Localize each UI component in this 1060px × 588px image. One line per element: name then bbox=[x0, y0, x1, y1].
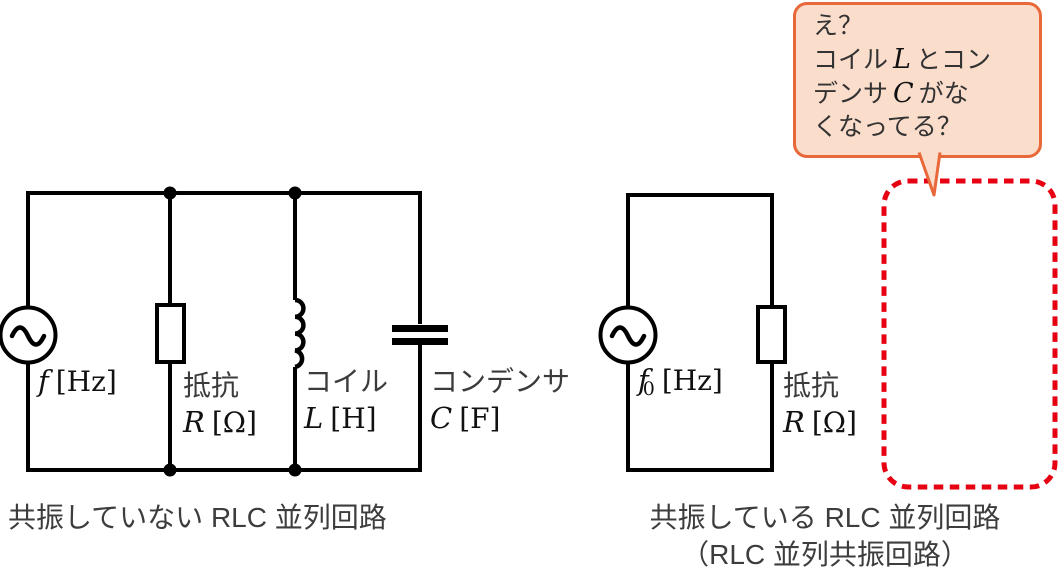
inductance-symbol: L bbox=[304, 401, 324, 435]
left-circuit-wires bbox=[26, 191, 422, 472]
inductance-symbol: L bbox=[893, 44, 911, 75]
coil-label: コイル L[H] bbox=[304, 363, 388, 437]
inductor-symbol bbox=[294, 297, 306, 370]
right-circuit-caption-line1: 共振している RLC 並列回路 bbox=[649, 502, 1001, 533]
sine-wave-icon bbox=[9, 325, 47, 347]
capacitor-value: C[F] bbox=[430, 400, 570, 437]
right-circuit-caption-line2: （RLC 並列共振回路） bbox=[681, 539, 969, 570]
junction-dot bbox=[288, 463, 302, 477]
wire bbox=[26, 191, 422, 324]
right-circuit-caption: 共振している RLC 並列回路 （RLC 並列共振回路） bbox=[615, 499, 1035, 573]
missing-components-dashed-box bbox=[881, 178, 1058, 490]
resistance-symbol: R bbox=[783, 405, 805, 439]
sine-wave-icon bbox=[609, 325, 647, 347]
left-resistor-label: 抵抗 R[Ω] bbox=[183, 367, 257, 441]
capacitor-name: コンデンサ bbox=[430, 366, 571, 397]
capacitance-unit: [F] bbox=[459, 402, 501, 435]
wire bbox=[626, 193, 774, 308]
resonant-frequency-symbol: f bbox=[638, 363, 649, 397]
right-circuit-wires bbox=[626, 193, 774, 472]
right-resistor-label: 抵抗 R[Ω] bbox=[783, 367, 857, 441]
left-source-label: f[Hz] bbox=[38, 363, 117, 400]
speech-bubble-text: とコン bbox=[915, 46, 991, 74]
frequency-unit: [Hz] bbox=[661, 364, 723, 397]
speech-bubble-text: コイル bbox=[813, 46, 889, 74]
speech-bubble-line: くなってる？ bbox=[813, 111, 1029, 144]
coil-name: コイル bbox=[304, 366, 389, 397]
capacitance-symbol: C bbox=[893, 78, 914, 109]
capacitor-label: コンデンサ C[F] bbox=[430, 363, 570, 437]
resistor-symbol-box bbox=[756, 305, 787, 364]
speech-bubble-text: がな bbox=[918, 80, 969, 108]
ac-source-icon bbox=[598, 305, 658, 365]
wire bbox=[626, 362, 774, 472]
inductance-unit: [H] bbox=[330, 402, 377, 435]
resistance-unit: [Ω] bbox=[811, 406, 857, 439]
ac-source-icon bbox=[0, 305, 58, 365]
resistor-symbol-box bbox=[155, 303, 186, 364]
speech-bubble-text: デンサ bbox=[813, 80, 889, 108]
speech-bubble-text: くなってる？ bbox=[813, 113, 962, 141]
junction-dot bbox=[163, 186, 177, 200]
left-circuit-caption: 共振していない RLC 並列回路 bbox=[8, 502, 387, 533]
resistance-unit: [Ω] bbox=[211, 406, 257, 439]
resistance-symbol: R bbox=[183, 405, 205, 439]
resistor-name: 抵抗 bbox=[183, 370, 240, 401]
speech-bubble-line: え？ bbox=[813, 10, 1029, 43]
wire bbox=[26, 345, 422, 472]
right-source-label: f0 [Hz] bbox=[638, 362, 723, 408]
coil-value: L[H] bbox=[304, 400, 388, 437]
speech-bubble-tail bbox=[917, 152, 942, 197]
junction-dots bbox=[163, 186, 302, 477]
junction-dot bbox=[288, 186, 302, 200]
junction-dot bbox=[163, 463, 177, 477]
capacitor-symbol bbox=[392, 325, 448, 345]
resonant-frequency-subscript: 0 bbox=[642, 378, 655, 400]
resistor-value: R[Ω] bbox=[783, 404, 857, 441]
speech-bubble-text: え？ bbox=[813, 12, 864, 40]
frequency-unit: [Hz] bbox=[55, 365, 117, 398]
resistor-value: R[Ω] bbox=[183, 404, 257, 441]
frequency-symbol: f bbox=[38, 364, 49, 398]
resistor-name: 抵抗 bbox=[783, 370, 840, 401]
capacitance-symbol: C bbox=[430, 401, 453, 435]
